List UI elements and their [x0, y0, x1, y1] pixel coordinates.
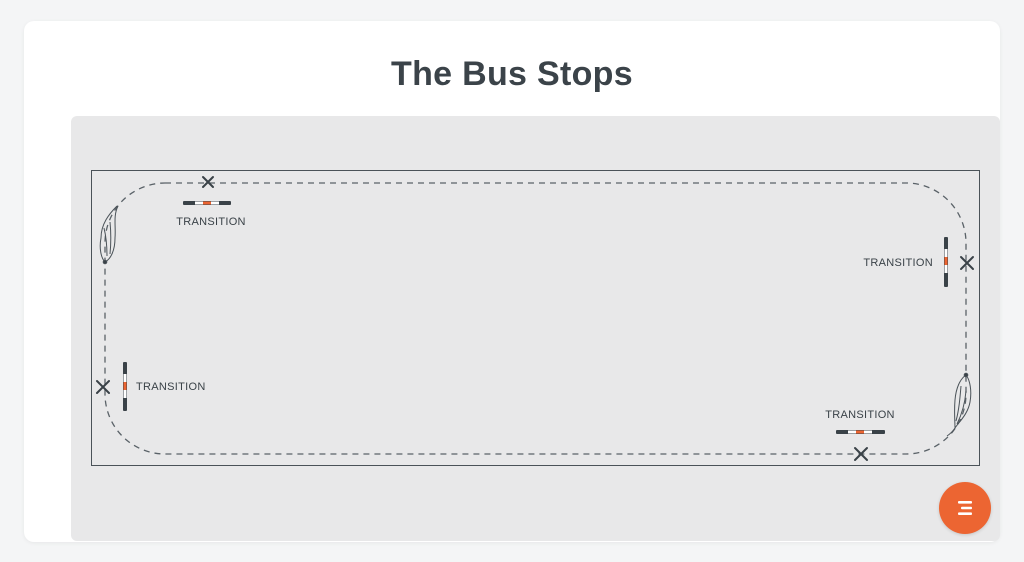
- page-title: The Bus Stops: [391, 55, 633, 93]
- turn-curl-icon: [99, 205, 119, 265]
- menu-icon: [958, 501, 972, 515]
- field-boundary: [91, 170, 980, 466]
- transition-bar-left: [123, 362, 127, 411]
- bus-stops-diagram: TRANSITION TRANSITION: [91, 170, 980, 466]
- menu-button[interactable]: [939, 482, 991, 534]
- transition-label-bottom-right: TRANSITION: [825, 409, 895, 421]
- stop-marker-x-icon: [854, 447, 868, 461]
- turn-curl-icon: [946, 372, 972, 437]
- content-card: The Bus Stops TRANSITION: [24, 21, 1000, 542]
- stop-marker-x-icon: [202, 176, 214, 188]
- transition-label-top-left: TRANSITION: [176, 216, 246, 228]
- transition-bar-top-left: [183, 201, 231, 205]
- stop-marker-x-icon: [96, 380, 110, 394]
- transition-bar-right: [944, 237, 948, 287]
- transition-label-left: TRANSITION: [136, 381, 206, 393]
- transition-label-right: TRANSITION: [863, 257, 933, 269]
- transition-bar-bottom-right: [836, 430, 885, 434]
- stop-marker-x-icon: [960, 256, 974, 270]
- diagram-panel: TRANSITION TRANSITION: [71, 116, 1000, 541]
